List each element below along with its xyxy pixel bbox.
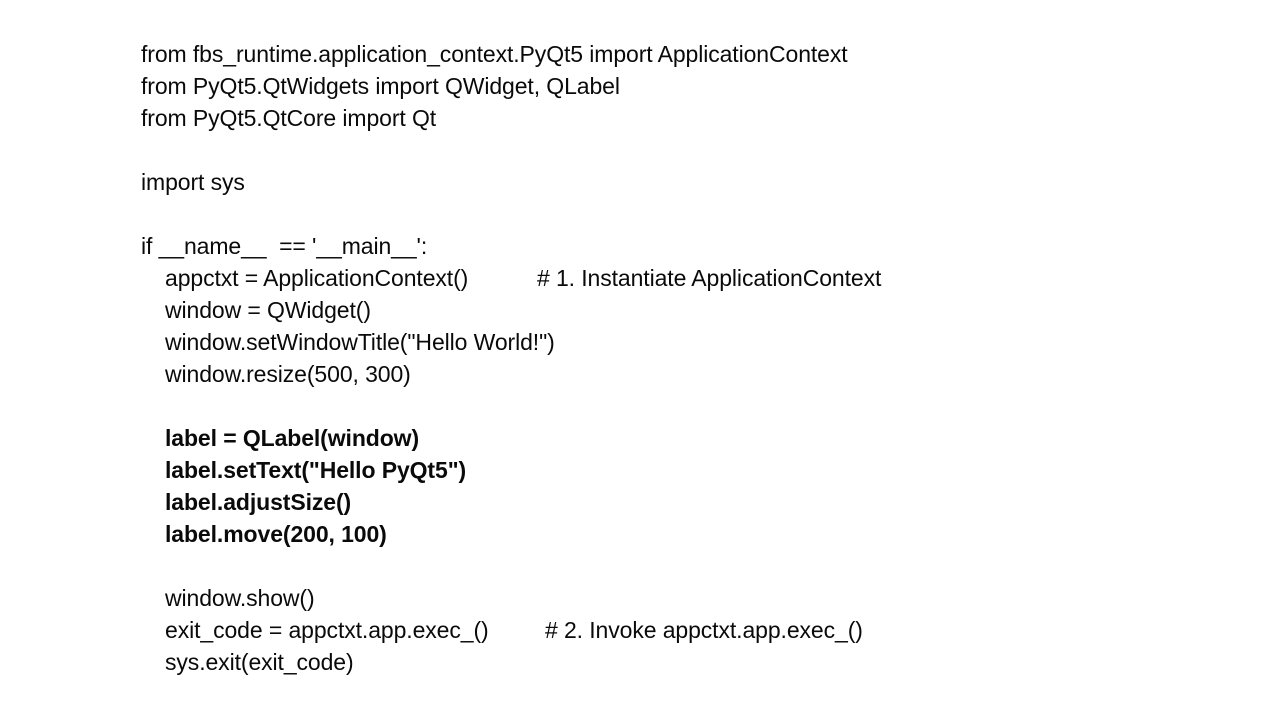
code-line: from fbs_runtime.application_context.PyQ… — [141, 41, 848, 67]
code-line: sys.exit(exit_code) — [165, 649, 354, 675]
code-line: window.resize(500, 300) — [165, 361, 411, 387]
code-line — [141, 390, 1241, 422]
code-line — [141, 550, 1241, 582]
code-line: window.setWindowTitle("Hello World!") — [165, 329, 555, 355]
code-line: exit_code = appctxt.app.exec_()# 2. Invo… — [141, 614, 1241, 646]
code-line: from PyQt5.QtWidgets import QWidget, QLa… — [141, 73, 620, 99]
code-line: label.adjustSize() — [165, 489, 352, 515]
code-line: if __name__ == '__main__': — [141, 233, 428, 259]
code-line: window = QWidget() — [165, 297, 371, 323]
code-line: label.setText("Hello PyQt5") — [165, 457, 467, 483]
code-line: appctxt = ApplicationContext()# 1. Insta… — [141, 262, 1241, 294]
code-line: label = QLabel(window) — [165, 425, 420, 451]
code-line: import sys — [141, 169, 245, 195]
code-block: from fbs_runtime.application_context.PyQ… — [141, 38, 1241, 678]
code-line — [141, 198, 1241, 230]
code-line — [141, 134, 1241, 166]
code-line: window.show() — [165, 585, 315, 611]
code-comment: # 2. Invoke appctxt.app.exec_() — [545, 617, 863, 643]
code-line: label.move(200, 100) — [165, 521, 387, 547]
code-line: from PyQt5.QtCore import Qt — [141, 105, 437, 131]
code-comment: # 1. Instantiate ApplicationContext — [537, 265, 882, 291]
